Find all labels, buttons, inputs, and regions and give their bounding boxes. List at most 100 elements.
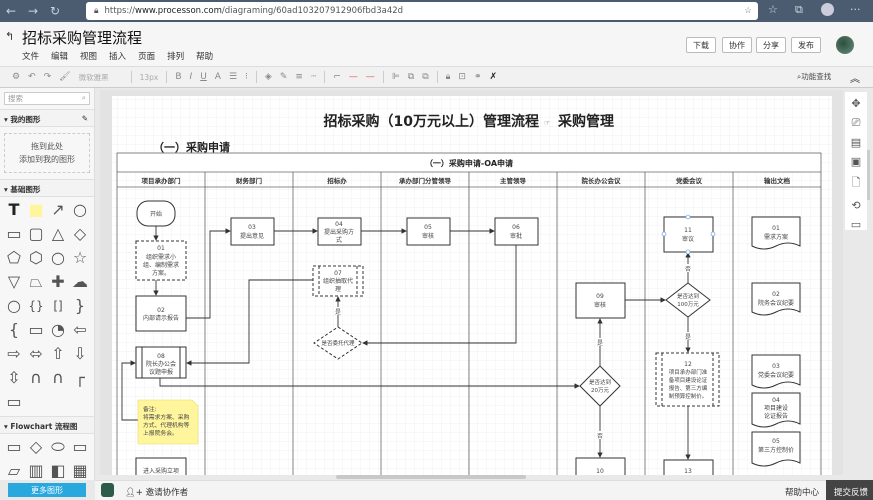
- page-settings-icon[interactable]: ▤: [850, 136, 862, 149]
- attachment-icon[interactable]: ▣: [850, 155, 862, 168]
- download-button[interactable]: 下载: [686, 37, 716, 53]
- storage-icon[interactable]: ◧: [50, 461, 66, 480]
- line-width-icon[interactable]: ≡: [295, 72, 303, 82]
- u-turn-icon[interactable]: ∩: [30, 368, 42, 387]
- document-node-03[interactable]: [751, 354, 801, 389]
- avatar[interactable]: [836, 36, 854, 54]
- up-arrow-icon[interactable]: ⇧: [51, 344, 65, 363]
- function-search[interactable]: ⌕功能查找: [797, 72, 832, 81]
- forward-icon[interactable]: →: [27, 4, 39, 18]
- double-arrow-icon[interactable]: ⬄: [29, 344, 43, 363]
- process-node-01[interactable]: [135, 240, 187, 281]
- circle-shape-icon[interactable]: ○: [73, 200, 87, 219]
- process-node-13[interactable]: [663, 459, 714, 475]
- basic-shapes-header[interactable]: ▾ 基础图形: [0, 179, 94, 197]
- favorites-icon[interactable]: ☆: [768, 3, 778, 16]
- refresh-icon[interactable]: ↻: [49, 4, 61, 18]
- collaborate-button[interactable]: 协作: [722, 37, 752, 53]
- menu-insert[interactable]: 插入: [109, 52, 127, 62]
- history-icon[interactable]: ⟲: [851, 199, 861, 212]
- data-icon[interactable]: ▱: [7, 461, 21, 480]
- user-avatar[interactable]: [101, 483, 114, 497]
- menu-file[interactable]: 文件: [22, 52, 40, 62]
- collapse-icon[interactable]: ︽: [850, 74, 860, 85]
- invite-collaborator-button[interactable]: 👤︎+ 邀请协作者: [125, 486, 188, 498]
- process-node-09[interactable]: [575, 282, 626, 319]
- cloud-icon[interactable]: ☁: [72, 272, 88, 291]
- line-end-icon[interactable]: —: [365, 72, 375, 82]
- corner-icon[interactable]: ┌: [75, 368, 85, 387]
- drop-shape-icon[interactable]: ◔: [51, 320, 65, 339]
- small-rect-icon[interactable]: ▭: [6, 392, 22, 411]
- triangle-icon[interactable]: △: [51, 224, 65, 243]
- link-icon[interactable]: ⚭: [473, 72, 482, 82]
- decision-icon[interactable]: ◇: [29, 437, 43, 456]
- swimlane-pool[interactable]: [116, 152, 822, 475]
- document-node-04[interactable]: [751, 392, 801, 428]
- line-color-icon[interactable]: ✎: [279, 72, 288, 82]
- document-node-05[interactable]: [751, 431, 801, 467]
- share-button[interactable]: 分享: [756, 37, 786, 53]
- octagon-icon[interactable]: ○: [51, 248, 65, 267]
- search-icon[interactable]: ⌕: [81, 93, 86, 102]
- vertical-scrollbar[interactable]: [867, 150, 870, 200]
- process-node-04[interactable]: [317, 217, 362, 246]
- process-node-enter[interactable]: [135, 457, 187, 475]
- document-title[interactable]: 招标采购管理流程: [22, 29, 143, 47]
- process-node-10[interactable]: [575, 457, 626, 475]
- menu-help[interactable]: 帮助: [196, 52, 214, 62]
- horizontal-scrollbar[interactable]: [336, 475, 526, 479]
- diamond-icon[interactable]: ◇: [73, 224, 87, 243]
- collections-icon[interactable]: ⧉: [795, 3, 803, 16]
- terminator-icon[interactable]: ⬭: [51, 437, 65, 456]
- back-arrow-icon[interactable]: ↰: [5, 30, 15, 43]
- process-node-03[interactable]: [230, 217, 275, 246]
- arrow-line-icon[interactable]: ↗: [51, 200, 65, 219]
- redo-icon[interactable]: ↷: [43, 72, 52, 82]
- fill-icon[interactable]: ◈: [264, 72, 272, 82]
- section-title[interactable]: （一）采购申请: [153, 140, 230, 154]
- shape-search-input[interactable]: 搜索⌕: [4, 92, 90, 105]
- pentagon-icon[interactable]: ⬠: [7, 248, 21, 267]
- format-painter-icon[interactable]: 🖌︎: [59, 72, 71, 82]
- navigator-icon[interactable]: ✥: [851, 97, 861, 110]
- list-icon[interactable]: ⁝: [245, 72, 248, 82]
- feedback-button[interactable]: 提交反馈: [826, 480, 873, 500]
- menu-edit[interactable]: 编辑: [51, 52, 69, 62]
- more-icon[interactable]: ···: [850, 3, 861, 16]
- up-down-arrow-icon[interactable]: ⇳: [7, 368, 21, 387]
- process-node-02[interactable]: [135, 295, 187, 332]
- right-arrow-icon[interactable]: ⇨: [7, 344, 21, 363]
- brace-icon[interactable]: {}: [28, 299, 44, 313]
- line-style-icon[interactable]: ┄: [310, 72, 317, 82]
- down-arrow-icon[interactable]: ⇩: [73, 344, 87, 363]
- menu-page[interactable]: 页面: [138, 52, 156, 62]
- process-node-08[interactable]: [135, 346, 187, 379]
- font-select[interactable]: 微软雅黑: [78, 72, 109, 82]
- magic-icon[interactable]: ✗: [489, 72, 498, 82]
- diagram-canvas[interactable]: 招标采购（10万元以上）管理流程 ☞ 采购管理 （一）采购申请 （一）采购申请-…: [100, 90, 843, 475]
- bold-icon[interactable]: B: [175, 72, 182, 82]
- link-hand-icon[interactable]: ☞: [544, 119, 550, 127]
- rectangle-icon[interactable]: ▭: [6, 224, 22, 243]
- align-icon[interactable]: ☰: [228, 72, 238, 82]
- profile-icon[interactable]: [821, 3, 834, 16]
- back-icon-layer[interactable]: ⧉: [422, 72, 429, 82]
- right-brace-icon[interactable]: }: [74, 296, 86, 315]
- callout-icon[interactable]: ○: [7, 296, 21, 315]
- tab-shape-icon[interactable]: ▭: [28, 320, 44, 339]
- note-node[interactable]: [137, 399, 199, 445]
- bracket-icon[interactable]: []: [53, 299, 63, 313]
- underline-icon[interactable]: U: [200, 72, 207, 82]
- selection-handles[interactable]: [661, 214, 716, 255]
- decision-20[interactable]: [579, 365, 621, 407]
- process-node-11[interactable]: [663, 216, 714, 253]
- menu-arrange[interactable]: 排列: [167, 52, 185, 62]
- predefined-icon[interactable]: ▥: [28, 461, 44, 480]
- document-node-01[interactable]: [751, 216, 801, 250]
- inverted-triangle-icon[interactable]: ▽: [7, 272, 21, 291]
- process-icon[interactable]: ▭: [6, 437, 22, 456]
- document-icon[interactable]: ▭: [72, 437, 88, 456]
- trapezoid-icon[interactable]: ⏢: [29, 272, 43, 291]
- process-node-12[interactable]: [655, 352, 720, 407]
